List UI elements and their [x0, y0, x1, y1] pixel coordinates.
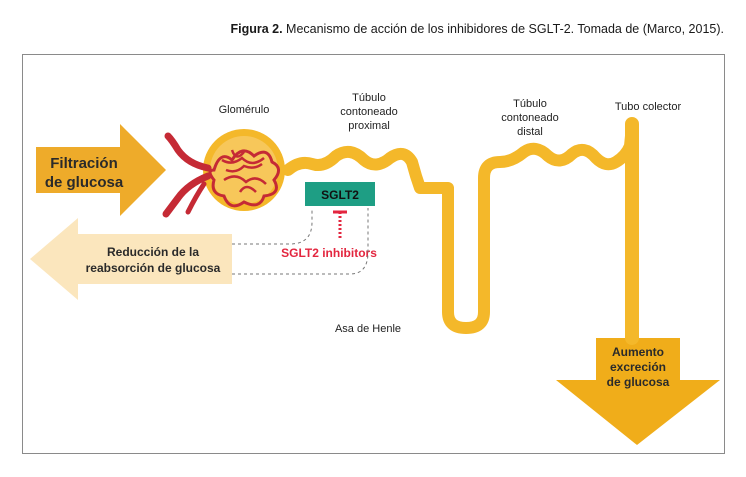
excretion-label-line2: excreción [610, 360, 666, 374]
nephron-tubule [282, 120, 638, 344]
proximal-label-line3: proximal [348, 120, 390, 132]
filtration-label-line1: Filtración [50, 155, 118, 172]
glomerulus [203, 129, 285, 211]
proximal-label-line2: contoneado [340, 106, 398, 118]
dashed-connector-lower [232, 208, 369, 275]
caption-text: Mecanismo de acción de los inhibidores d… [282, 22, 724, 36]
afferent-arteriole [164, 132, 212, 172]
excretion-label-line1: Aumento [612, 345, 664, 359]
glomerulo-label: Glomérulo [219, 104, 270, 116]
distal-label-line2: contoneado [501, 112, 559, 124]
sglt2-inhibitors-label: SGLT2 inhibitors [281, 246, 377, 260]
sglt2-box-label: SGLT2 [321, 188, 359, 202]
reduction-label-line1: Reducción de la [107, 245, 199, 259]
excretion-label-line3: de glucosa [607, 375, 670, 389]
filtration-arrow [36, 124, 166, 216]
proximal-label-line1: Túbulo [352, 92, 386, 104]
reduction-arrow [30, 218, 232, 300]
collector-label: Tubo colector [615, 101, 682, 113]
dashed-connector-upper [232, 208, 313, 245]
efferent-arteriole [162, 172, 212, 218]
filtration-label-line2: de glucosa [45, 174, 124, 191]
excretion-arrow [556, 338, 720, 445]
distal-label-line3: distal [517, 126, 543, 138]
henle-label: Asa de Henle [335, 323, 401, 335]
distal-label-line1: Túbulo [513, 98, 547, 110]
caption-label: Figura 2. [230, 22, 283, 36]
inhibitor-symbol [333, 210, 347, 238]
figure-caption: Figura 2. Mecanismo de acción de los inh… [230, 22, 724, 36]
sglt2-box [305, 182, 375, 206]
reduction-label-line2: reabsorción de glucosa [86, 261, 221, 275]
arteriole-branch [185, 181, 207, 215]
